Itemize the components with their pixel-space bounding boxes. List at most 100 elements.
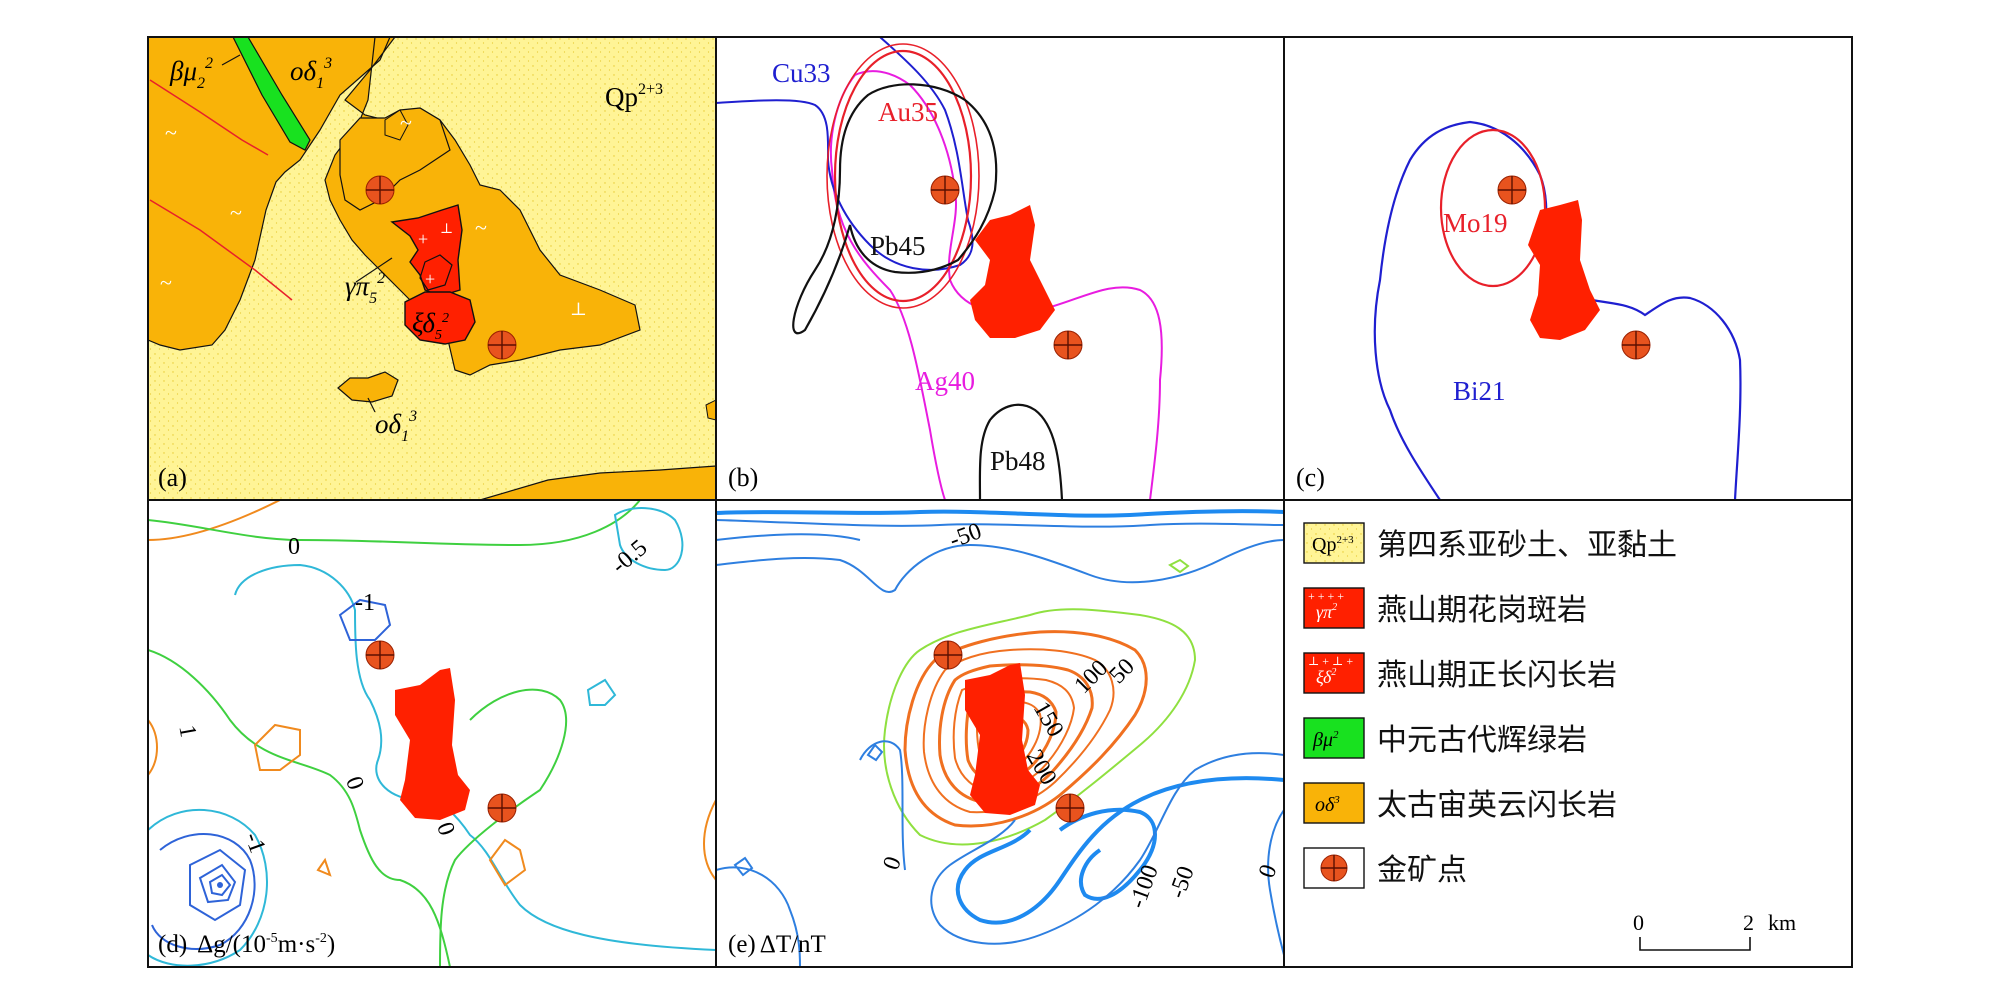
- gold-occurrence-icon: [1621, 330, 1651, 360]
- grav-label-zero-top: 0: [288, 534, 300, 560]
- grav-low-ring-3: [189, 848, 247, 922]
- grav-low-ring-5: [208, 873, 232, 897]
- legend-pattern-mark: + + + +: [1308, 589, 1344, 603]
- gold-occurrence-icon: [933, 640, 963, 670]
- tonalite-right-sliver: [705, 399, 716, 421]
- mag-contour-neg-top-1: [716, 509, 1284, 518]
- grav-contour-pos-top: [148, 500, 281, 541]
- mag-contour-zero-outer: [883, 608, 1197, 846]
- grav-contour-neg-small: [586, 678, 617, 706]
- legend-item-diabase: βμ2 中元古代辉绿岩: [1303, 717, 1587, 759]
- grav-low-ring-1: [148, 809, 268, 967]
- grav-contour-pos-tiny: [316, 857, 332, 877]
- granite-cross-mark: +: [418, 229, 428, 249]
- legend-label: 第四系亚砂土、亚黏土: [1377, 528, 1677, 563]
- gold-occurrence-icon: [1320, 854, 1348, 882]
- au-label: Au35: [878, 97, 938, 127]
- legend-label: 燕山期花岗斑岩: [1377, 593, 1587, 628]
- mag-contour-small-3: [1168, 558, 1190, 574]
- bi-label: Bi21: [1453, 376, 1506, 406]
- gold-occurrence-icon: [930, 175, 960, 205]
- unit-label-od-bottom: oδ13: [375, 408, 417, 445]
- grav-contour-neg-top: [234, 563, 716, 951]
- tilde-mark-5: ~: [475, 215, 487, 240]
- unit-label-bm: βμ22: [169, 55, 213, 92]
- grav-contour-zero-top: [148, 500, 641, 547]
- tilde-mark-3: ~: [160, 270, 172, 295]
- gold-occurrence-icon: [487, 793, 517, 823]
- fault-line-2: [149, 199, 293, 301]
- gold-occurrence-icon: [365, 175, 395, 205]
- mag-contour-neg-top-2: [716, 519, 1284, 528]
- tonalite-knob: [384, 109, 409, 141]
- mo-label: Mo19: [1443, 208, 1508, 238]
- legend-label: 中元古代辉绿岩: [1377, 723, 1587, 758]
- panel-c-geochem-map: Mo19 Bi21 (c): [1284, 37, 1852, 500]
- panel-b-label: (b): [728, 463, 758, 492]
- legend-symbol-gp: γπ2: [1316, 602, 1337, 622]
- grav-low-center: [217, 882, 223, 888]
- legend-symbol-bm: βμ2: [1312, 729, 1339, 751]
- au-contour: [833, 49, 973, 303]
- cu-label: Cu33: [772, 58, 831, 88]
- granite-mark-3: +: [425, 269, 435, 289]
- pb45-contour: [792, 83, 998, 335]
- mag-contour-pos50: [903, 630, 1148, 828]
- mag-contour-neg50-right: [930, 752, 1284, 945]
- legend-item-tonalite: oδ3 太古宙英云闪长岩: [1303, 782, 1617, 824]
- tilde-mark-2: ~: [230, 200, 242, 225]
- panel-frame: [147, 36, 1853, 968]
- intrusion-body-e: [965, 663, 1040, 815]
- legend-label: 金矿点: [1377, 853, 1467, 888]
- mag-contour-zero-left: [859, 740, 906, 871]
- grav-contour-pos-left: [148, 719, 158, 776]
- tonalite-bottom-band: [479, 465, 716, 500]
- panel-a-geology-map: + ⊥ + ~ ~ ~ ~ ~ ⊥ βμ22 oδ13 Qp: [148, 37, 716, 500]
- legend-pattern-mark: ⊥ + ⊥ +: [1308, 654, 1353, 668]
- scale-start: 0: [1633, 910, 1644, 935]
- pb45-label: Pb45: [870, 231, 926, 261]
- mag-contour-neg-left: [716, 533, 861, 541]
- syenodiorite-body: [404, 291, 476, 345]
- grav-contour-pos-bottom: [488, 838, 527, 887]
- mag-contour-neg-right: [1267, 809, 1284, 956]
- ag-label: Ag40: [915, 366, 975, 396]
- gold-occurrence-icon: [1055, 793, 1085, 823]
- tonalite-small-body: [337, 371, 399, 403]
- grav-label-one: 1: [173, 723, 201, 739]
- mag-contour-neg100: [955, 776, 1284, 925]
- tilde-mark-4: ~: [400, 110, 412, 135]
- mag-contour-small-1: [866, 743, 884, 762]
- legend-item-syenodiorite: ⊥ + ⊥ + ξδ2 燕山期正长闪长岩: [1303, 652, 1617, 694]
- gold-occurrence-icon: [1053, 330, 1083, 360]
- leader-line-od: [367, 397, 376, 413]
- tonalite-mark: ⊥: [570, 299, 587, 319]
- panel-a-label: (a): [158, 463, 187, 492]
- pb48-contour: [978, 403, 1064, 500]
- diabase-dike: [232, 37, 311, 151]
- mag-contour-neg-bottom: [716, 866, 801, 967]
- grav-low-ring-4: [198, 863, 237, 904]
- legend-label: 燕山期正长闪长岩: [1377, 658, 1617, 693]
- grav-contour-pos-right: [703, 799, 716, 881]
- scale-end: 2: [1743, 910, 1754, 935]
- intrusion-body-d: [395, 668, 470, 820]
- legend-symbol-qp: Qp2+3: [1312, 534, 1354, 556]
- grav-contour-neg1-top: [338, 598, 392, 641]
- granite-mark-2: ⊥: [440, 222, 453, 237]
- leader-line-gp: [355, 257, 393, 283]
- grav-low-ring-2: [151, 833, 256, 950]
- intrusion-body-b: [970, 205, 1055, 338]
- panel-e-magnetic-map: -50 100 50 150 200 0 -100 -50 0 (e)ΔT/nT: [716, 500, 1284, 967]
- cu-contour: [716, 37, 974, 271]
- legend-item-gold-occurrence: 金矿点: [1303, 847, 1467, 889]
- intrusion-body-c: [1528, 200, 1600, 340]
- unit-label-xd: ξδ52: [412, 308, 449, 343]
- legend-label: 太古宙英云闪长岩: [1377, 788, 1617, 823]
- mag-contour-neg50-top: [716, 539, 1284, 593]
- fault-line-1: [149, 79, 269, 156]
- grav-contour-neg-half: [613, 507, 684, 572]
- legend-item-granite-porphyry: + + + + γπ2 燕山期花岗斑岩: [1303, 587, 1587, 629]
- au-contour-outer: [826, 43, 980, 309]
